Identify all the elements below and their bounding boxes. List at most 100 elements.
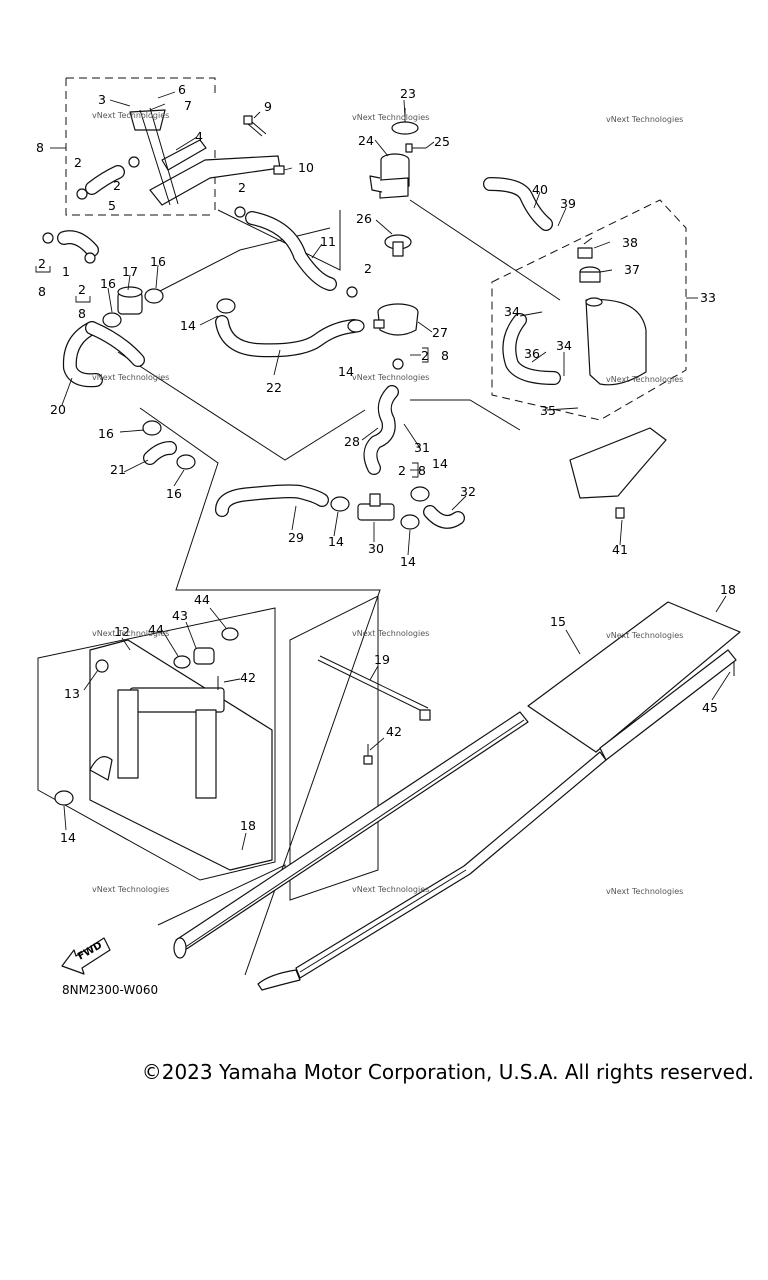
hose-11 [245,211,337,291]
callout-22: 22 [266,380,282,395]
thermostat-housing-24 [369,153,410,199]
callout-13: 13 [64,686,80,701]
thermostat-26 [384,234,412,257]
fwd-arrow-icon: FWD [61,937,111,975]
hose-36 [502,313,561,385]
clip-10 [273,165,285,175]
callout-44-b: 44 [148,622,164,637]
watermark-6: vNext Technologies [606,375,683,384]
hose-17 [117,286,143,315]
callout-45: 45 [702,700,718,715]
hose-43 [193,647,215,665]
group-box-8 [50,77,216,216]
callout-26: 26 [356,211,372,226]
callout-27: 27 [432,325,448,340]
watermark-11: vNext Technologies [352,885,429,894]
callout-1: 1 [62,264,70,279]
callout-14-d: 14 [328,534,344,549]
rail-15-lower [257,649,737,991]
callout-2-d: 2 [364,261,372,276]
callout-8-a: 8 [36,140,44,155]
reservoir-tank [585,297,647,386]
watermarks: vNext Technologies vNext Technologies vN… [92,111,683,896]
callout-25: 25 [434,134,450,149]
radiator-frame-12 [89,639,273,871]
watermark-9: vNext Technologies [606,631,683,640]
callout-4: 4 [195,129,203,144]
callout-40: 40 [532,182,548,197]
callout-2-b: 2 [113,178,121,193]
callout-11: 11 [320,234,336,249]
callout-44-a: 44 [194,592,210,607]
hose-20 [62,321,145,388]
callout-37: 37 [624,262,640,277]
watermark-5: vNext Technologies [352,373,429,382]
hose-22 [215,315,361,358]
watermark-1: vNext Technologies [92,111,169,120]
watermark-8: vNext Technologies [352,629,429,638]
hose-40 [483,177,553,231]
cap-38 [577,237,593,259]
callout-2-f: 2 [78,282,86,297]
hose-clamps [42,156,430,806]
hose-28 [363,385,399,475]
bracket-41 [569,427,667,519]
callout-3: 3 [98,92,106,107]
callout-32: 32 [460,484,476,499]
callout-12: 12 [114,624,130,639]
bolt-9 [243,115,267,137]
callout-5: 5 [108,198,116,213]
watermark-7: vNext Technologies [92,629,169,638]
callout-33: 33 [700,290,716,305]
callout-7: 7 [184,98,192,113]
hose-5 [85,165,125,195]
callout-17: 17 [122,264,138,279]
callout-34-a: 34 [504,304,520,319]
callout-19: 19 [374,652,390,667]
callout-16-d: 16 [166,486,182,501]
bolt-25 [405,143,426,153]
callout-8-b: 8 [38,284,46,299]
group-box-33 [491,199,698,421]
callout-16-a: 16 [150,254,166,269]
hose-29 [215,484,329,517]
diagram-code: 8NM2300-W060 [62,983,158,997]
cover-27 [373,303,419,336]
callout-23: 23 [400,86,416,101]
watermark-12: vNext Technologies [606,887,683,896]
callout-41: 41 [612,542,628,557]
callout-39: 39 [560,196,576,211]
callout-42-a: 42 [240,670,256,685]
callout-2-c: 2 [238,180,246,195]
callout-labels: 3 6 7 8 4 9 10 2 2 5 2 23 24 25 26 27 11… [36,82,736,845]
callout-38: 38 [622,235,638,250]
callout-10: 10 [298,160,314,175]
thermostat-bracket [129,107,281,206]
callout-15: 15 [550,614,566,629]
callout-30: 30 [368,541,384,556]
callout-24: 24 [358,133,374,148]
cap-37 [579,266,601,283]
callout-29: 29 [288,530,304,545]
callout-2-e: 2 [38,256,46,271]
watermark-3: vNext Technologies [606,115,683,124]
callout-28: 28 [344,434,360,449]
callout-21: 21 [110,462,126,477]
callout-16-c: 16 [98,426,114,441]
callout-8-c: 8 [78,306,86,321]
rod-19 [317,655,431,721]
callout-34-b: 34 [556,338,572,353]
callout-14-f: 14 [60,830,76,845]
callout-31: 31 [414,440,430,455]
callout-20: 20 [50,402,66,417]
callout-18-a: 18 [240,818,256,833]
callout-8-e: 8 [418,463,426,478]
callout-16-b: 16 [100,276,116,291]
watermark-2: vNext Technologies [352,113,429,122]
callout-14-a: 14 [180,318,196,333]
callout-2-h: 2 [398,463,406,478]
callout-18-b: 18 [720,582,736,597]
bolt-42 [217,676,373,765]
callout-9: 9 [264,99,272,114]
